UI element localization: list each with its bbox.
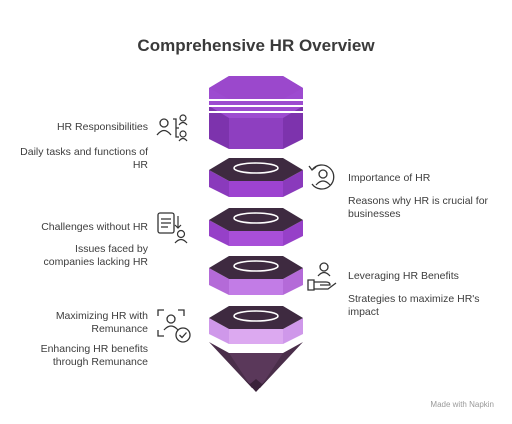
item-4-description: Strategies to maximize HR's impact [348,293,480,318]
item-4-heading: Leveraging HR Benefits [348,270,459,282]
item-5-description: Enhancing HR benefits through Remunance [40,343,148,368]
item-1-heading: HR Responsibilities [56,121,148,133]
page-title: Comprehensive HR Overview [137,36,375,55]
cone-tip [209,342,303,392]
hand-person-icon [307,262,337,291]
layer-4-hexagon [209,256,303,295]
layer-2-hexagon [209,158,303,197]
focus-person-check-icon [157,309,191,343]
layer-3-hexagon [209,208,303,246]
people-hierarchy-icon [156,114,188,142]
person-refresh-icon [308,164,335,190]
item-2-heading: Importance of HR [348,172,431,184]
item-3-description: Issues faced by companies lacking HR [43,243,148,268]
item-1-description: Daily tasks and functions of HR [20,146,148,171]
layer-1-stack [209,76,303,149]
item-5-heading: Maximizing HR with Remunance [55,310,148,335]
layer-5-hexagon [209,306,303,344]
checklist-person-icon [157,212,188,244]
item-2-description: Reasons why HR is crucial for businesses [348,195,489,220]
made-with-napkin-footer: Made with Napkin [430,400,494,409]
item-3-heading: Challenges without HR [41,221,148,233]
